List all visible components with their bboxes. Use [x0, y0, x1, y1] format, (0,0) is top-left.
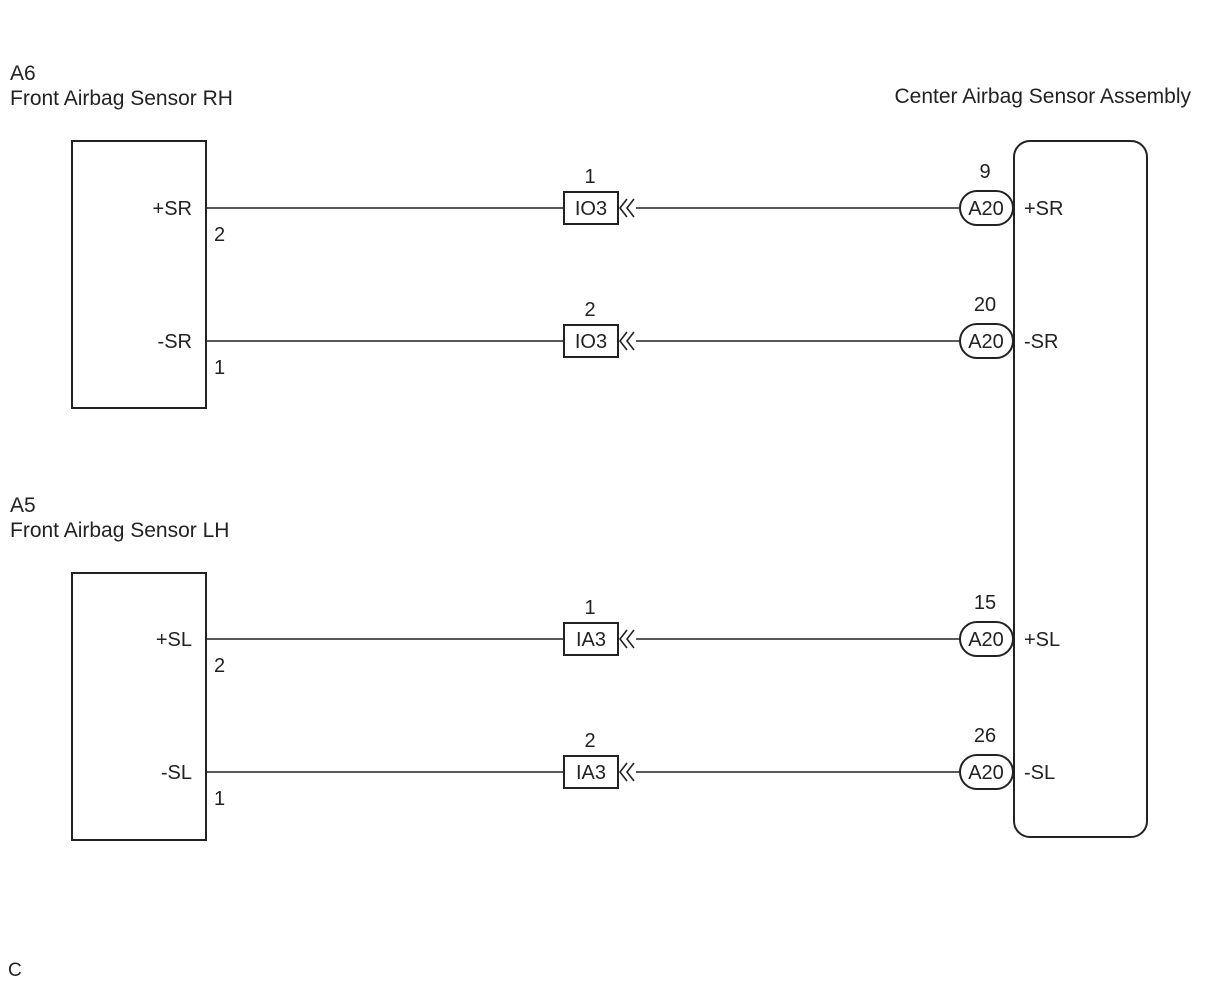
wire-2-left-pin: 1 [214, 357, 225, 379]
wire-4-chevron-icon [618, 762, 635, 782]
wire-2-center-connector-label: A20 [968, 331, 1004, 353]
wire-2-inline-connector-pin: 2 [584, 299, 595, 321]
wire-4-center-connector-oval [959, 754, 1014, 790]
wire-4-inline-connector-pin: 2 [584, 730, 595, 752]
rh-sensor-name: Front Airbag Sensor RH [10, 87, 233, 110]
wire-1-center-terminal: +SR [1024, 198, 1063, 220]
wire-3-inline-connector-box [563, 622, 619, 656]
footer-code: C [8, 960, 22, 981]
wire-2-chevron-icon [618, 331, 635, 351]
wire-2-center-pin: 20 [974, 294, 996, 316]
wire-4-center-connector-label: A20 [968, 762, 1004, 784]
lh-sensor-code: A5 [10, 494, 36, 517]
wire-1-center-connector-oval [959, 190, 1014, 226]
wire-3-chevron-icon [618, 629, 635, 649]
wire-2-inline-connector-box [563, 324, 619, 358]
wire-1-left-pin: 2 [214, 224, 225, 246]
wire-3-inline-connector-pin: 1 [584, 597, 595, 619]
wire-1-inline-connector-label: IO3 [575, 198, 607, 220]
wires-layer: +SR2IO31A209+SR-SR1IO32A2020-SR+SL2IA31A… [153, 161, 1064, 810]
wire-2-center-terminal: -SR [1024, 331, 1058, 353]
center-assembly-name: Center Airbag Sensor Assembly [894, 85, 1191, 108]
wire-1-inline-connector-box [563, 191, 619, 225]
wire-3-center-terminal: +SL [1024, 629, 1060, 651]
lh-sensor-name: Front Airbag Sensor LH [10, 519, 230, 542]
wire-4-inline-connector-box [563, 755, 619, 789]
wire-2-inline-connector-label: IO3 [575, 331, 607, 353]
wire-1-center-connector-label: A20 [968, 198, 1004, 220]
wire-3-left-pin: 2 [214, 655, 225, 677]
wire-4-center-terminal: -SL [1024, 762, 1055, 784]
wire-3-center-connector-oval [959, 621, 1014, 657]
wire-2-left-terminal: -SR [158, 331, 192, 353]
wire-1-chevron-icon [618, 198, 635, 218]
wire-3-center-pin: 15 [974, 592, 996, 614]
center-assembly-box [1013, 140, 1148, 838]
wire-1-left-terminal: +SR [153, 198, 192, 220]
wire-1-inline-connector-pin: 1 [584, 166, 595, 188]
wire-4-left-terminal: -SL [161, 762, 192, 784]
rh-sensor-box [71, 140, 207, 409]
lh-sensor-box [71, 572, 207, 841]
wire-3-inline-connector-label: IA3 [576, 629, 606, 651]
wire-2-center-connector-oval [959, 323, 1014, 359]
wire-4-inline-connector-label: IA3 [576, 762, 606, 784]
wire-1-center-pin: 9 [979, 161, 990, 183]
wire-3-center-connector-label: A20 [968, 629, 1004, 651]
wire-3-left-terminal: +SL [156, 629, 192, 651]
rh-sensor-code: A6 [10, 62, 36, 85]
wire-4-left-pin: 1 [214, 788, 225, 810]
wire-4-center-pin: 26 [974, 725, 996, 747]
